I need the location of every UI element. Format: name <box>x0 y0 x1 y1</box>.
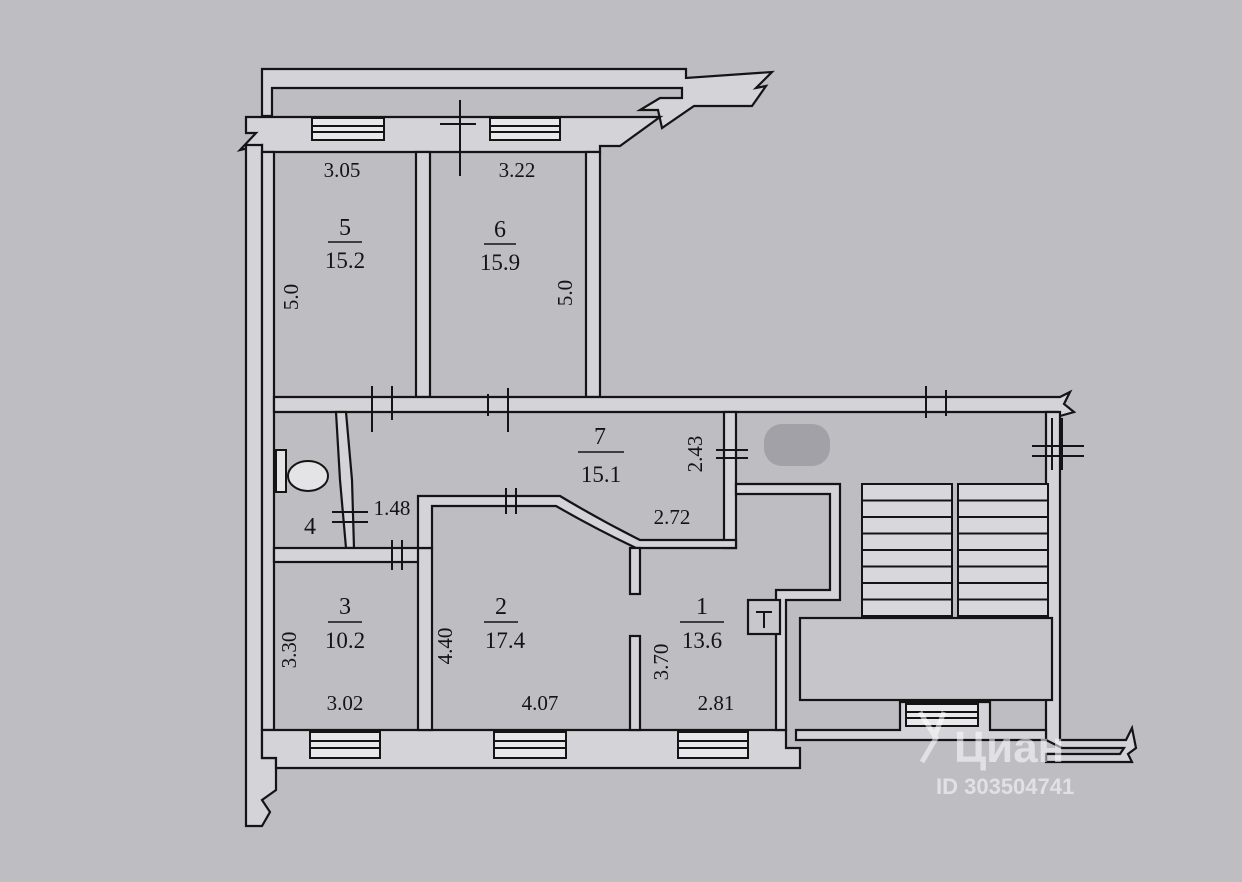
dim-corridor-height: 2.43 <box>683 436 707 473</box>
dim-corridor-width: 2.72 <box>654 505 691 529</box>
wall-3-2 <box>416 546 434 732</box>
dim-toilet-width: 1.48 <box>374 496 411 520</box>
dim-room1-width: 2.81 <box>698 691 735 715</box>
dim-room2-width: 4.07 <box>522 691 559 715</box>
dim-room3-width: 3.02 <box>327 691 364 715</box>
room-7-number: 7 <box>594 424 606 450</box>
wall-6-right <box>584 150 602 399</box>
window-room5 <box>311 117 385 141</box>
shaft-box <box>746 598 782 636</box>
room-1-number: 1 <box>696 594 708 620</box>
dim-room2-length: 4.40 <box>433 628 457 665</box>
wall-2-1-lower <box>628 634 642 732</box>
landing-platform <box>798 616 1054 702</box>
window-room2 <box>493 731 567 759</box>
room-1-area: 13.6 <box>682 628 722 653</box>
staircase <box>861 483 1049 617</box>
room-labels <box>328 241 724 623</box>
toilet-fixture <box>275 449 329 493</box>
shaft-t-mark <box>756 611 772 628</box>
room-6-number: 6 <box>494 217 506 243</box>
watermark: Циан ID 303504741 <box>917 710 1074 799</box>
left-inner-wall <box>260 150 276 732</box>
watermark-brand: Циан <box>954 723 1064 772</box>
top-parapet <box>260 67 775 130</box>
dim-room6-length: 5.0 <box>553 280 577 306</box>
room-3-number: 3 <box>339 594 351 620</box>
room-4-number: 4 <box>304 514 316 540</box>
top-exterior-wall <box>236 115 664 154</box>
corridor-right-wall <box>722 410 738 550</box>
room-6-area: 15.9 <box>480 250 520 275</box>
door-marks <box>332 100 1084 570</box>
corridor-top-wall <box>272 389 1077 418</box>
dim-room5-length: 5.0 <box>279 284 303 310</box>
watermark-id: ID 303504741 <box>936 774 1074 799</box>
window-room6 <box>489 117 561 141</box>
wall-5-6 <box>414 150 432 399</box>
cian-logo-icon <box>917 710 947 764</box>
wall-2-1-upper <box>628 546 642 596</box>
window-room1 <box>677 731 749 759</box>
room-5-area: 15.2 <box>325 248 365 273</box>
room-5-number: 5 <box>339 215 351 241</box>
room-2-number: 2 <box>495 594 507 620</box>
dim-room5-width: 3.05 <box>324 158 361 182</box>
dim-room6-width: 3.22 <box>499 158 536 182</box>
blurred-mark <box>764 424 830 466</box>
room-2-area: 17.4 <box>485 628 526 653</box>
landing-wall <box>734 482 842 732</box>
dim-room1-length: 3.70 <box>649 644 673 681</box>
room-7-area: 15.1 <box>581 462 621 487</box>
dim-room3-length: 3.30 <box>277 632 301 669</box>
room-3-area: 10.2 <box>325 628 365 653</box>
window-room3 <box>309 731 381 759</box>
